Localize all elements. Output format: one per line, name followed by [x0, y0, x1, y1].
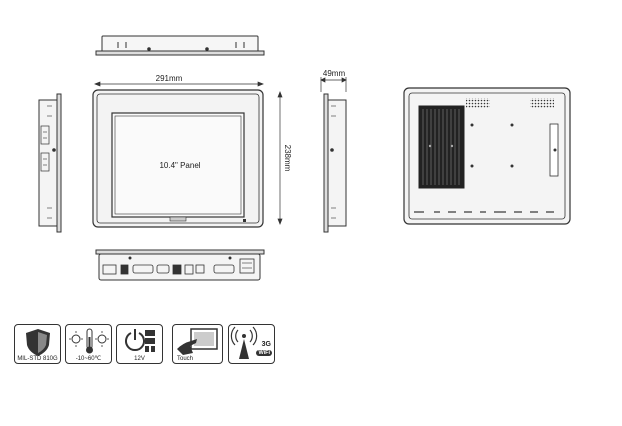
- power-badge: 12V: [116, 324, 163, 364]
- bottom-view: [95, 249, 265, 281]
- width-label: 291mm: [156, 74, 183, 83]
- front-view: [92, 89, 264, 228]
- 3g-label: 3G: [261, 341, 271, 348]
- rear-view: [403, 87, 571, 225]
- mil-std-label: MIL-STD 810G: [17, 356, 58, 362]
- power-icon: [125, 329, 155, 352]
- touch-label: Touch: [177, 356, 194, 362]
- wifi-badge: WiFi: [256, 350, 272, 356]
- width-dimension: [94, 81, 264, 87]
- thermometer-icon: [69, 328, 109, 354]
- shield-icon: [26, 329, 50, 356]
- height-dimension: [277, 91, 283, 225]
- antenna-icon: [230, 326, 258, 359]
- mil-std-badge: MIL-STD 810G: [14, 324, 61, 364]
- temperature-badge: -10~60℃: [65, 324, 112, 364]
- height-label: 238mm: [283, 145, 292, 172]
- wireless-badge: 3G WiFi: [228, 324, 275, 364]
- depth-dimension: [320, 77, 347, 92]
- left-side-view: [38, 93, 62, 233]
- voltage-label: 12V: [134, 356, 145, 362]
- top-view: [95, 35, 265, 56]
- panel-label: 10.4" Panel: [159, 161, 200, 170]
- depth-label: 49mm: [323, 69, 346, 78]
- temperature-label: -10~60℃: [75, 356, 102, 362]
- touch-icon: [177, 328, 218, 355]
- touch-badge: Touch: [172, 324, 223, 364]
- right-side-view: [323, 93, 347, 233]
